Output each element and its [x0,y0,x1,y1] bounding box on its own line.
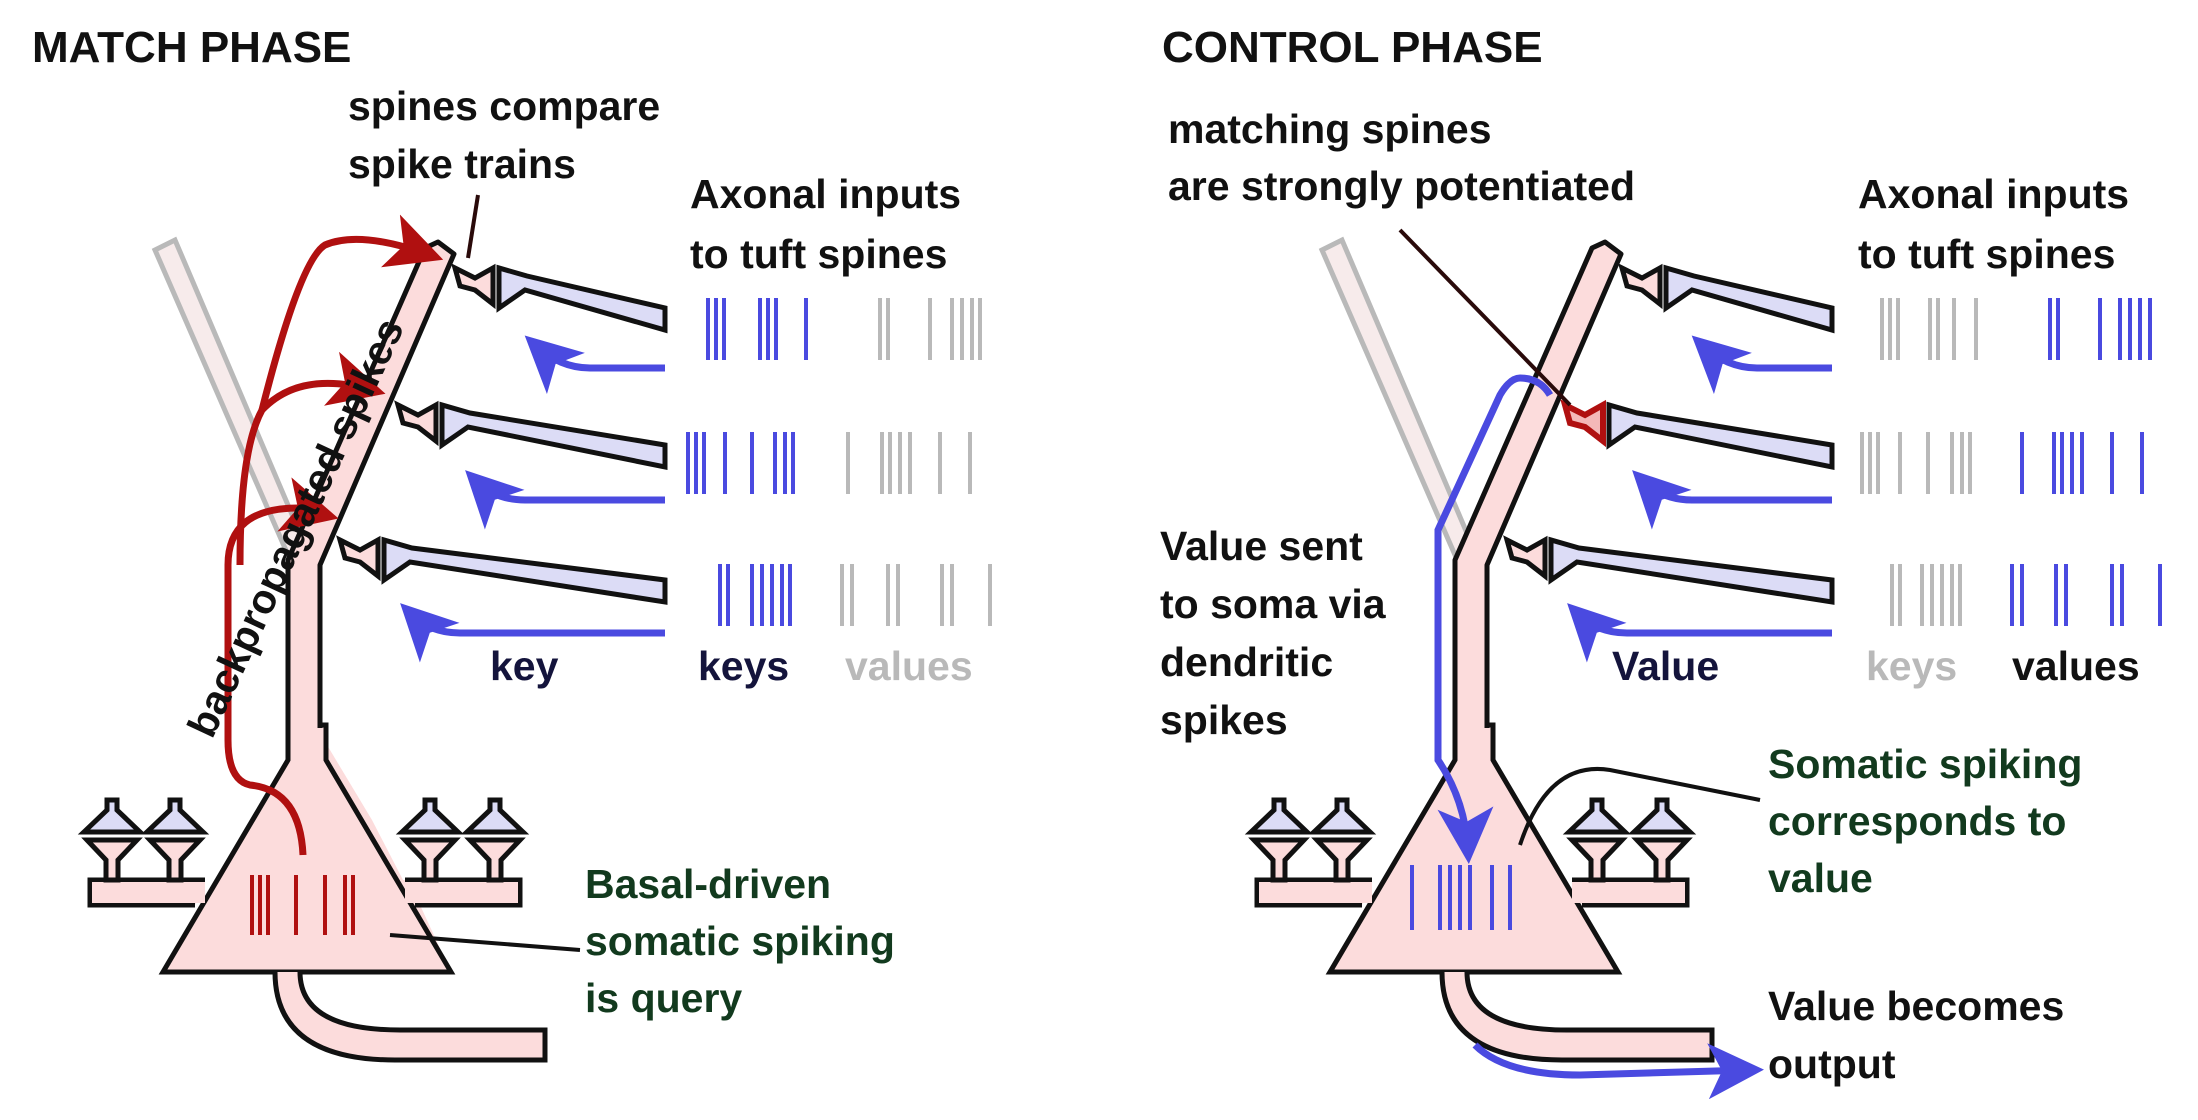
somatic-spiking-line3: value [1768,855,1873,901]
match-phase-panel: MATCH PHASE spines compare spike trains … [32,23,992,1063]
tuft-synapses [336,263,668,605]
somatic-spiking-line1: Somatic spiking [1768,741,2082,787]
spines-compare-line1: spines compare [348,83,660,129]
spines-compare-line2: spike trains [348,141,576,187]
dendritic-spine-icon [395,797,465,883]
match-phase-title: MATCH PHASE [32,23,351,72]
value-becomes-line2: output [1768,1041,1896,1087]
value-label: Value [1612,643,1719,689]
basal-driven-line1: Basal-driven [585,861,831,907]
value-sent-line2: to soma via [1160,581,1387,627]
somatic-spiking-line2: corresponds to [1768,798,2066,844]
axon-terminal-icon [1503,535,1835,605]
dendritic-spine-icon [77,797,147,883]
backprop-arrow [258,214,444,411]
axon-terminal-icon [1560,399,1835,471]
axon-terminal-icon [336,535,668,605]
dendritic-spine-icon [1562,797,1632,883]
arrow-icon [524,335,665,395]
axon-terminal-icon [1618,263,1835,334]
pointer-line [466,194,480,259]
backprop-arrow [236,351,386,566]
basal-spines [1244,797,1697,883]
dendritic-spike-arrow [1434,374,1554,864]
matching-spines-line2: are strongly potentiated [1168,163,1635,209]
axon-terminal-icon [394,400,668,471]
output-arrow [1472,1042,1764,1100]
axonal-inputs-line1: Axonal inputs [690,171,961,217]
value-sent-line3: dendritic [1160,639,1333,685]
dendritic-spine-icon [140,797,210,883]
arrow-icon [1691,335,1832,395]
keys-label: keys [1866,643,1957,689]
arrow-icon [1632,470,1832,530]
values-label: values [845,643,973,689]
axonal-inputs-line2: to tuft spines [690,231,947,277]
pointer-line [1518,766,1761,846]
key-label: key [490,643,559,689]
basal-driven-line2: somatic spiking [585,918,895,964]
tuft-synapses [1503,263,1835,605]
dendritic-spine-icon [1307,797,1377,883]
axonal-inputs-line1: Axonal inputs [1858,171,2129,217]
arrow-icon [400,603,665,663]
dendritic-spine-icon [1627,797,1697,883]
control-phase-title: CONTROL PHASE [1162,23,1543,72]
basal-driven-line3: is query [585,975,742,1021]
control-phase-panel: CONTROL PHASE matching spines are strong… [1160,23,2162,1100]
arrow-icon [465,470,665,530]
backprop-arrow [224,477,339,856]
axon-terminal-icon [451,263,668,334]
keys-label: keys [698,643,789,689]
neuron [87,239,548,1063]
value-sent-line1: Value sent [1160,523,1363,569]
value-sent-line4: spikes [1160,697,1288,743]
values-label: values [2012,643,2140,689]
arrow-icon [1567,603,1832,663]
dendritic-spine-icon [1244,797,1314,883]
basal-spines [77,797,530,883]
dendritic-spine-icon [460,797,530,883]
spike-trains [250,298,992,935]
axonal-inputs-line2: to tuft spines [1858,231,2115,277]
value-becomes-line1: Value becomes [1768,983,2064,1029]
pointer-line [1398,228,1572,407]
pointer-line [389,933,581,952]
matching-spines-line1: matching spines [1168,106,1492,152]
spike-trains [1410,298,2162,930]
